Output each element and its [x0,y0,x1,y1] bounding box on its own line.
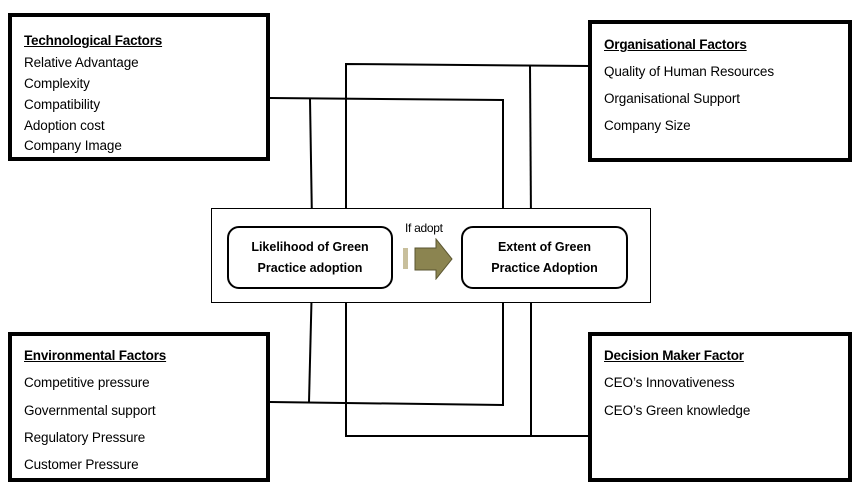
factor-item: Competitive pressure [24,375,150,390]
technological-factors-box: Technological Factors Relative Advantage… [8,13,270,161]
factor-item: Complexity [24,76,90,91]
factor-item: Company Image [24,138,122,153]
likelihood-stage-line2: Practice adoption [257,260,363,275]
factor-item: Relative Advantage [24,55,139,70]
factor-item: Adoption cost [24,118,105,133]
likelihood-stage-line1: Likelihood of Green [251,239,369,254]
extent-stage-line1: Extent of Green [497,239,592,254]
env-connector-line [269,279,508,407]
factor-item: CEO’s Green knowledge [604,403,751,418]
decision-maker-factor-box: Decision Maker Factor CEO’s Innovativene… [588,332,852,482]
organisational-factors-title: Organisational Factors [604,37,747,52]
organisational-factors-box: Organisational Factors Quality of Human … [588,20,852,162]
tech-connector-line [269,97,508,223]
technological-factors-title: Technological Factors [24,33,163,48]
factor-item: Quality of Human Resources [604,64,774,79]
environmental-factors-title: Environmental Factors [24,348,167,363]
environmental-factors-box: Environmental Factors Competitive pressu… [8,332,270,482]
transition-bar [403,248,408,269]
org-to-extent-arrow [525,65,536,223]
factor-item: Organisational Support [604,91,740,106]
tech-to-likelihood-arrow [306,98,317,223]
factor-item: CEO’s Innovativeness [604,375,735,390]
dm-connector-line [341,279,590,437]
likelihood-stage-box: Likelihood of Green Practice adoption [227,226,393,289]
factor-item: Compatibility [24,97,100,112]
factor-item: Customer Pressure [24,457,139,472]
if-adopt-label: If adopt [405,221,443,235]
extent-stage-line2: Practice Adoption [491,260,598,275]
decision-maker-factor-title: Decision Maker Factor [604,348,744,363]
factor-item: Company Size [604,118,691,133]
factor-item: Governmental support [24,403,156,418]
right-arrow-icon [414,238,453,280]
factor-item: Regulatory Pressure [24,430,146,445]
extent-stage-box: Extent of Green Practice Adoption [461,226,628,289]
org-connector-line [341,62,591,223]
